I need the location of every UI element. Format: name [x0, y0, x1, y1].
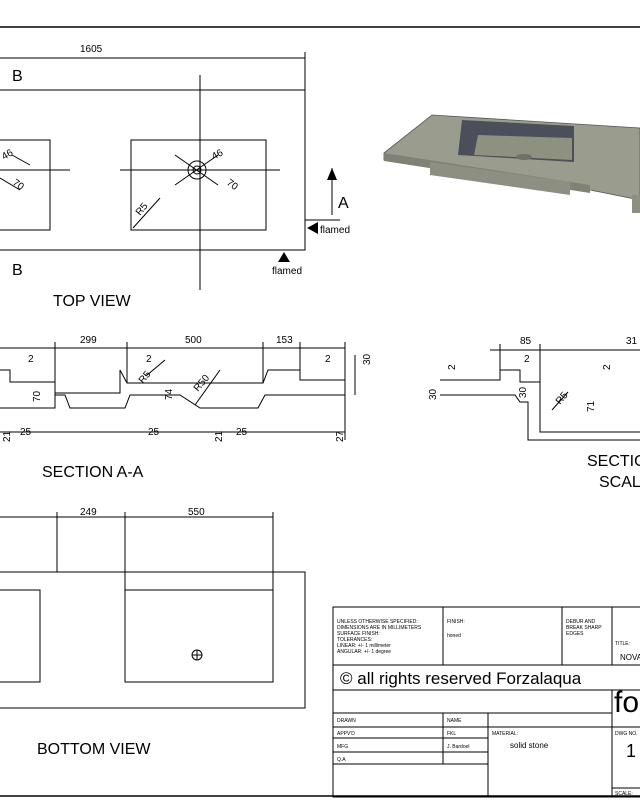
- dim-30-aa: 30: [362, 353, 373, 365]
- title-block: [332, 606, 640, 798]
- tb-qa-label: Q.A: [337, 757, 346, 763]
- tb-name-label: NAME: [447, 718, 462, 724]
- leader-70: [174, 154, 219, 186]
- bottom-view-outline: [0, 571, 306, 709]
- dim-85: 85: [520, 336, 532, 347]
- top-view-outline: [0, 89, 306, 251]
- dim-1605: 1605: [80, 44, 103, 55]
- section-marker-a: A: [338, 195, 349, 212]
- section-bb-scale: SCALI: [599, 474, 640, 491]
- dim-21-aa-a: 21: [2, 430, 13, 442]
- section-a-arrow-icon: [327, 168, 337, 180]
- top-view-left-basin: [0, 139, 51, 231]
- dim-70-right: 70: [224, 177, 240, 193]
- section-aa-drawing: [0, 342, 356, 440]
- flamed-right-arrow-icon: [307, 222, 318, 234]
- tb-title-value: NOVA: [620, 653, 640, 662]
- leader-r5: [132, 197, 161, 229]
- tb-apprvd-value: J. Bardoel: [447, 744, 470, 750]
- top-view-right-basin: [130, 139, 267, 231]
- flamed-bottom-arrow-icon: [278, 252, 290, 262]
- dim-299: 299: [80, 335, 97, 346]
- dim-25-aa-c: 25: [236, 427, 248, 438]
- section-bb-profile-top: [440, 369, 640, 433]
- tb-drawn-label: DRAWN: [337, 718, 356, 724]
- tb-mfg-label: MFG: [337, 744, 348, 750]
- dim-70-left: 70: [10, 177, 26, 193]
- tb-material-label: MATERIAL:: [492, 731, 518, 737]
- section-aa-title: SECTION A-A: [42, 464, 144, 481]
- dim-r5-top: R5: [134, 201, 151, 218]
- dim-30-bb-b: 30: [518, 386, 529, 398]
- section-marker-b-top: B: [12, 68, 23, 85]
- top-view-drain-outer: [187, 160, 207, 180]
- dim-550: 550: [188, 507, 205, 518]
- section-bb-profile-bottom: [440, 394, 640, 441]
- top-view-title: TOP VIEW: [53, 293, 132, 310]
- dim-2-bb-b: 2: [524, 354, 530, 365]
- tb-apprvd-label: APPV'D: [337, 731, 355, 737]
- dim-74: 74: [164, 388, 175, 400]
- bottom-view: [0, 512, 306, 709]
- tb-deburr: DEBUR AND BREAK SHARP EDGES: [566, 619, 603, 637]
- dim-46-right: 46: [210, 147, 226, 162]
- dim-70-aa: 70: [32, 390, 43, 402]
- tb-copyright: © all rights reserved Forzalaqua: [340, 669, 582, 688]
- leader-70-left: [0, 177, 21, 191]
- leader-46-left: [11, 154, 31, 166]
- bottom-view-title: BOTTOM VIEW: [37, 741, 151, 758]
- render-basin-floor: [474, 135, 572, 160]
- dim-46-left: 46: [0, 147, 16, 162]
- render-leg: [632, 195, 640, 213]
- dim-21-aa-b: 21: [214, 430, 225, 442]
- section-bb-drawing: [440, 344, 640, 441]
- bottom-view-left-basin: [0, 589, 41, 683]
- tb-dwg-value: 1: [626, 741, 636, 761]
- tb-logo: fo: [614, 686, 639, 719]
- dim-500: 500: [185, 335, 202, 346]
- section-bb-title: SECTIO: [587, 453, 640, 470]
- dim-2-aa-c: 2: [325, 354, 331, 365]
- flamed-label-right: flamed: [320, 225, 350, 236]
- dim-25-aa-a: 25: [20, 427, 32, 438]
- dim-2-aa-a: 2: [28, 354, 34, 365]
- leader-r50: [194, 369, 221, 406]
- dim-30-bb-a: 30: [428, 388, 439, 400]
- tb-name-value: FKL: [447, 731, 456, 737]
- section-marker-b-bottom: B: [12, 262, 23, 279]
- top-view: [0, 52, 340, 290]
- dim-25-aa-b: 25: [148, 427, 160, 438]
- top-view-drain-inner: [192, 165, 202, 175]
- dim-r50: R50: [192, 372, 213, 393]
- leader-r5-bb: [551, 391, 569, 411]
- leader-r5-aa: [145, 359, 166, 377]
- flamed-label-bottom: flamed: [272, 266, 302, 277]
- tb-notes: UNLESS OTHERWISE SPECIFIED: DIMENSIONS A…: [337, 619, 423, 655]
- dim-2-aa-b: 2: [146, 354, 152, 365]
- tb-scale-label: SCALE:: [615, 791, 633, 797]
- tb-material-value: solid stone: [510, 741, 549, 750]
- dim-153: 153: [276, 335, 293, 346]
- dim-249: 249: [80, 507, 97, 518]
- dim-2-bb-a: 2: [447, 364, 458, 370]
- tb-finish-value: honed: [447, 633, 461, 639]
- render-drain-icon: [516, 154, 532, 160]
- dim-27: 27: [335, 430, 346, 442]
- dim-71: 71: [586, 400, 597, 412]
- tb-title-label: TITLE:: [615, 641, 630, 647]
- render-underside: [430, 162, 570, 195]
- tb-dwg-label: DWG NO.: [615, 731, 638, 737]
- tb-finish-label: FINISH:: [447, 619, 465, 625]
- dim-2-bb-c: 2: [602, 364, 613, 370]
- sink-3d-render: [383, 114, 640, 213]
- dim-31: 31: [626, 336, 638, 347]
- bottom-view-right-basin: [124, 589, 274, 683]
